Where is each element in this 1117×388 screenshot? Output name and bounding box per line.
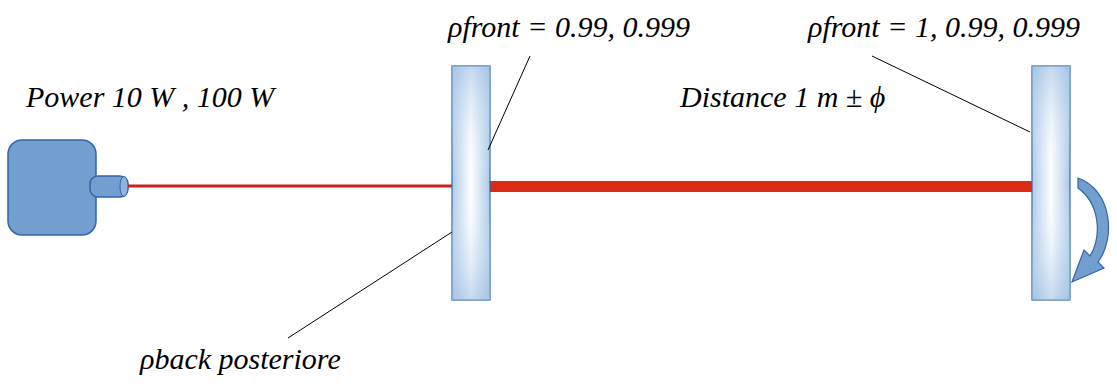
- reflectivity-label: ρback posteriore: [140, 342, 341, 375]
- input-mirror: [452, 66, 490, 300]
- laser-nozzle: [90, 176, 128, 197]
- power-label: Power 10 W , 100 W: [26, 80, 274, 113]
- reflectivity-label: ρfront = 1, 0.99, 0.999: [808, 10, 1080, 43]
- rotation-arrow: [1072, 178, 1109, 282]
- input-mirror-shade: [452, 66, 490, 300]
- leader-line: [288, 232, 452, 338]
- leader-line: [488, 56, 530, 150]
- laser-aperture: [120, 177, 128, 197]
- end-mirror: [1032, 66, 1070, 300]
- reflectivity-label: ρfront = 0.99, 0.999: [448, 10, 690, 43]
- leader-line: [872, 56, 1030, 132]
- end-mirror-shade: [1032, 66, 1070, 300]
- cavity-beam: [490, 181, 1032, 192]
- incident-beam: [128, 185, 453, 188]
- distance-label: Distance 1 m ± ϕ: [680, 80, 885, 113]
- laser-body: [8, 140, 96, 235]
